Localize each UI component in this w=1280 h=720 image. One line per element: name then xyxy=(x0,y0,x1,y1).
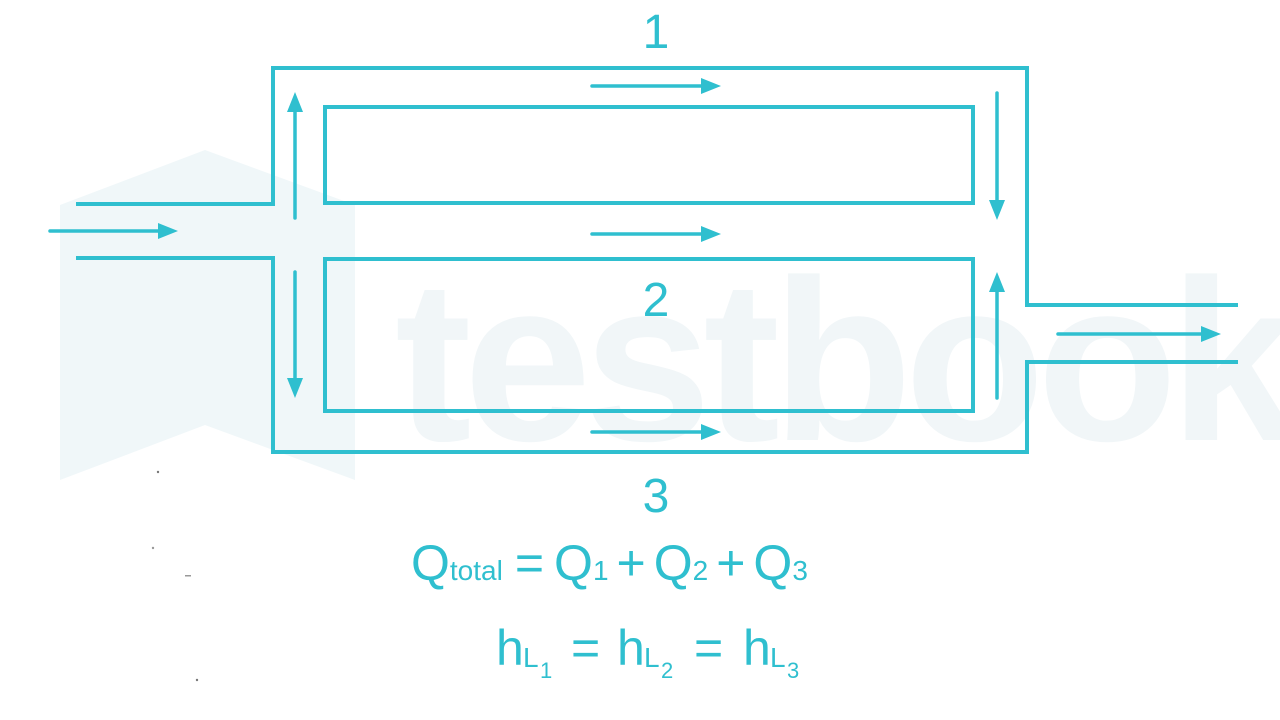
pipe2-flow-arrow xyxy=(590,226,721,242)
pipe-1-label: 1 xyxy=(643,6,670,59)
q-symbol: Q xyxy=(753,535,792,591)
q-symbol: Q xyxy=(411,535,450,591)
pipe3-flow-arrow xyxy=(590,424,721,440)
watermark: testbook xyxy=(60,150,1280,489)
pipe-2-label: 2 xyxy=(643,274,670,327)
outlet-flow-arrow xyxy=(1056,326,1221,342)
flow-arrows xyxy=(48,78,1221,440)
q2-subscript: 2 xyxy=(693,555,709,586)
upper-separator-block xyxy=(323,105,975,205)
h-symbol: h xyxy=(496,620,524,676)
scan-specks xyxy=(151,470,199,682)
inlet-pipe-top-wall xyxy=(76,66,1238,307)
q-total-subscript: total xyxy=(450,555,503,586)
l3-subscript: 3 xyxy=(787,658,799,683)
h-symbol: h xyxy=(617,620,645,676)
plus-sign: + xyxy=(716,535,745,591)
pipe-3-label: 3 xyxy=(643,470,670,523)
right-up-flow-arrow xyxy=(989,272,1005,400)
q1-subscript: 1 xyxy=(593,555,609,586)
l-subscript: L xyxy=(523,642,539,673)
lower-separator-block xyxy=(323,257,975,413)
q3-subscript: 3 xyxy=(792,555,808,586)
left-down-flow-arrow xyxy=(287,270,303,398)
equals-sign: = xyxy=(571,620,600,676)
h-symbol: h xyxy=(743,620,771,676)
pipe1-flow-arrow xyxy=(590,78,721,94)
l-subscript: L xyxy=(644,642,660,673)
inlet-pipe-bottom-wall xyxy=(76,256,1238,454)
plus-sign: + xyxy=(617,535,646,591)
right-down-flow-arrow xyxy=(989,91,1005,220)
inlet-flow-arrow xyxy=(48,223,178,239)
equals-sign: = xyxy=(694,620,723,676)
equals-sign: = xyxy=(515,535,544,591)
l2-subscript: 2 xyxy=(661,658,673,683)
pipe-network xyxy=(76,66,1238,454)
l-subscript: L xyxy=(770,642,786,673)
flow-continuity-equation: Qtotal=Q1+Q2+Q3 xyxy=(411,535,808,591)
q-symbol: Q xyxy=(554,535,593,591)
watermark-logo-icon xyxy=(60,150,355,480)
q-symbol: Q xyxy=(654,535,693,591)
left-up-flow-arrow xyxy=(287,92,303,220)
head-loss-equation: h L 1 = h L 2 = h L 3 xyxy=(496,620,799,683)
l1-subscript: 1 xyxy=(540,658,552,683)
